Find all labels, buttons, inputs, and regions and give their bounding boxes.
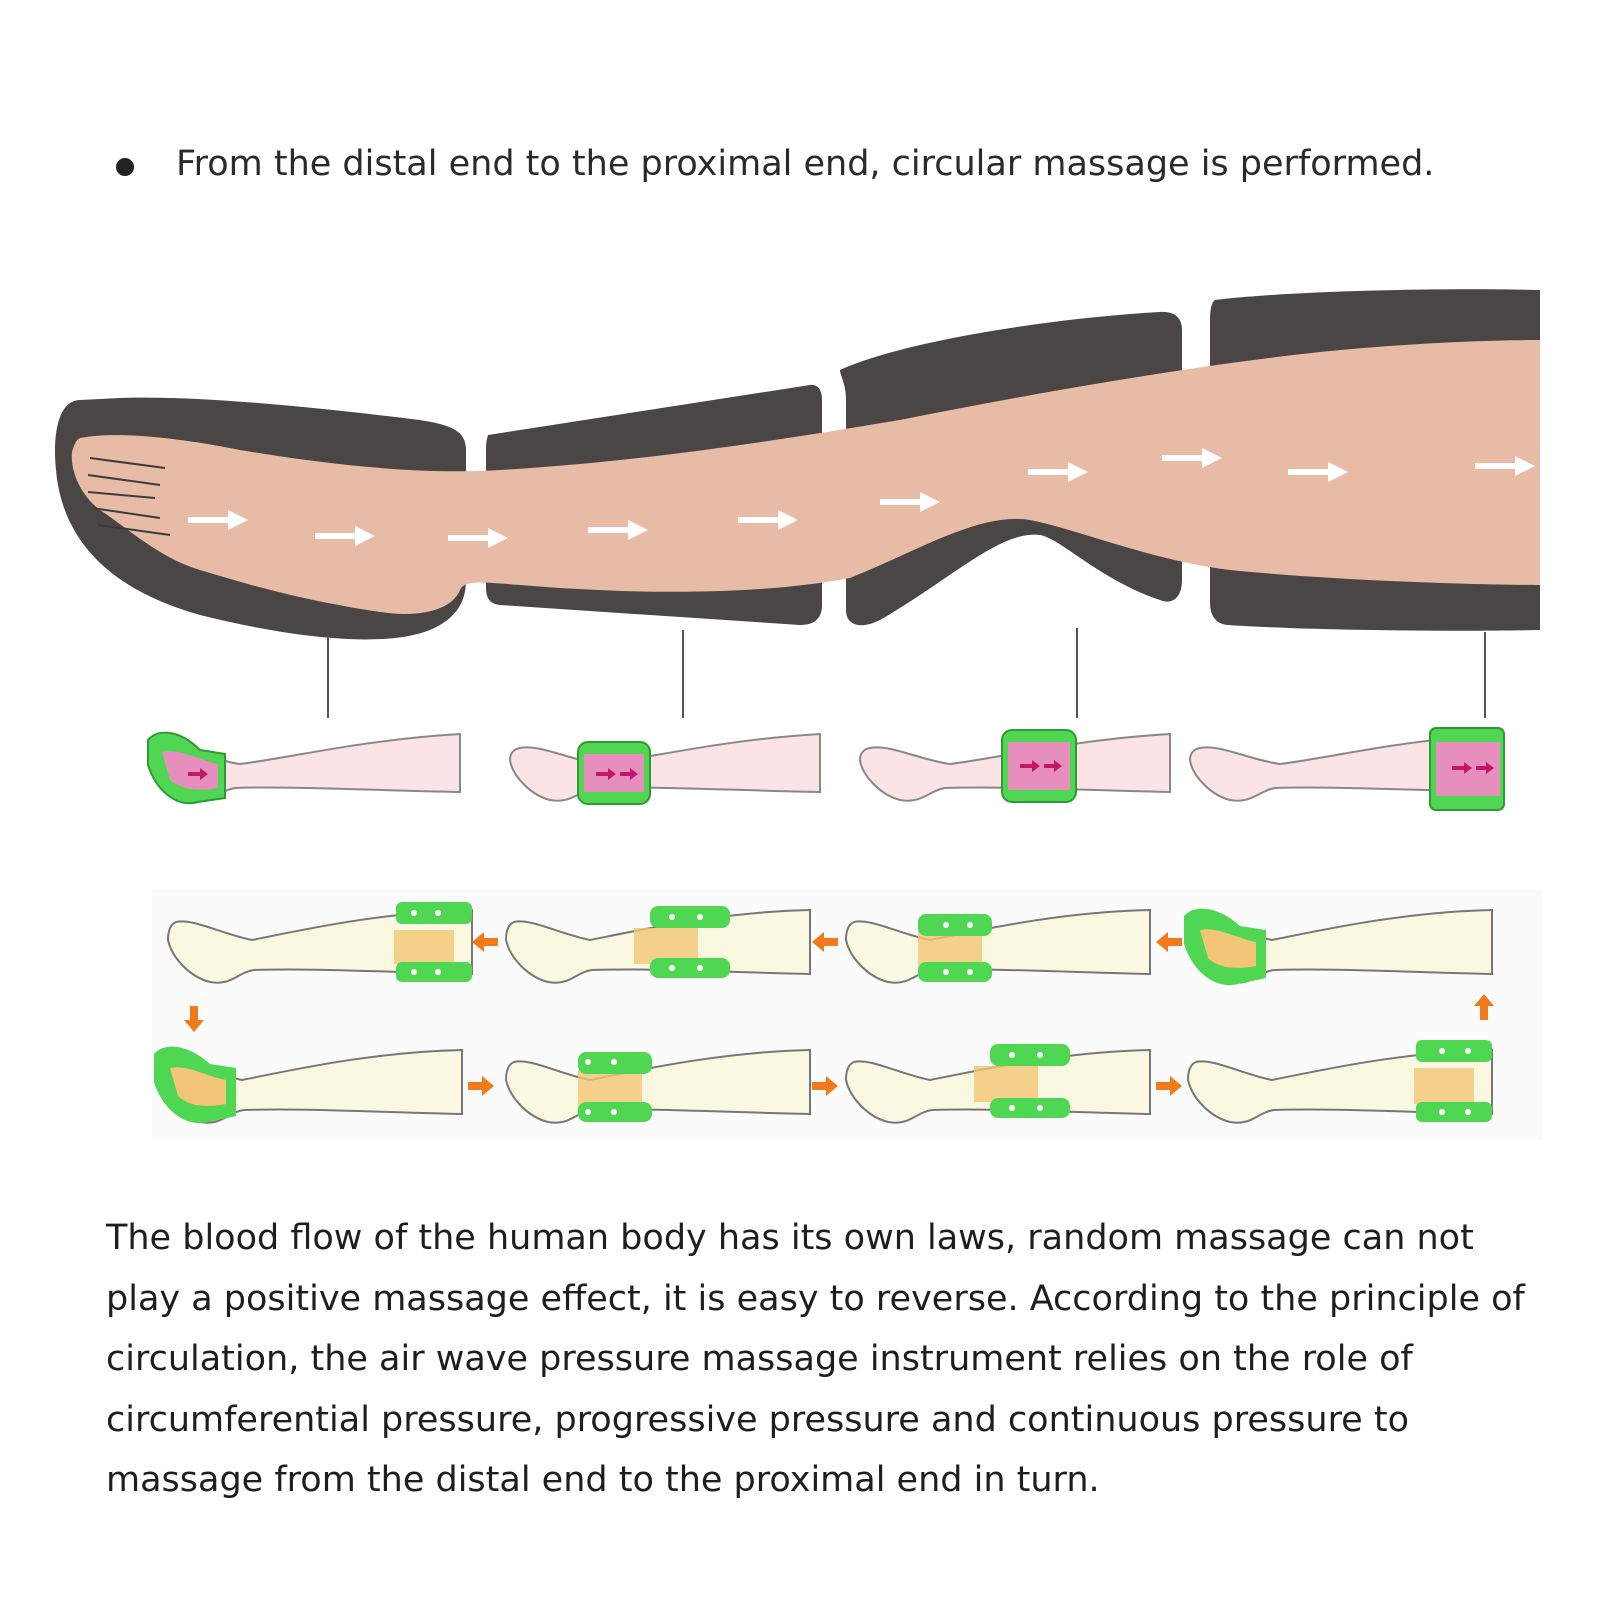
toe-lines [87,457,171,536]
cycle-top-calf [845,909,1151,984]
cycle-top-thigh [167,902,473,984]
heading-text: From the distal end to the proximal end,… [176,144,1435,184]
main-leg-diagram [0,280,1601,740]
stage-knee [859,729,1171,803]
stage-strip [130,720,1550,840]
connector-lines [327,628,1486,718]
cycle-top-knee [505,906,811,984]
cycle-top-foot [1184,908,1493,986]
led-dots [411,910,1471,1115]
cycle-bottom-knee [845,1044,1151,1124]
stage-thigh [1189,727,1505,811]
bullet-dot-icon [116,158,134,176]
leg-skin [71,340,1541,614]
description-paragraph: The blood flow of the human body has its… [106,1218,1525,1500]
cycle-bottom-foot [154,1046,463,1124]
bullet-heading: From the distal end to the proximal end,… [108,140,1528,200]
stage-calf [509,733,821,805]
cycle-diagram [152,890,1542,1140]
stage-foot [147,731,461,805]
cycle-bottom-thigh [1187,1040,1493,1124]
